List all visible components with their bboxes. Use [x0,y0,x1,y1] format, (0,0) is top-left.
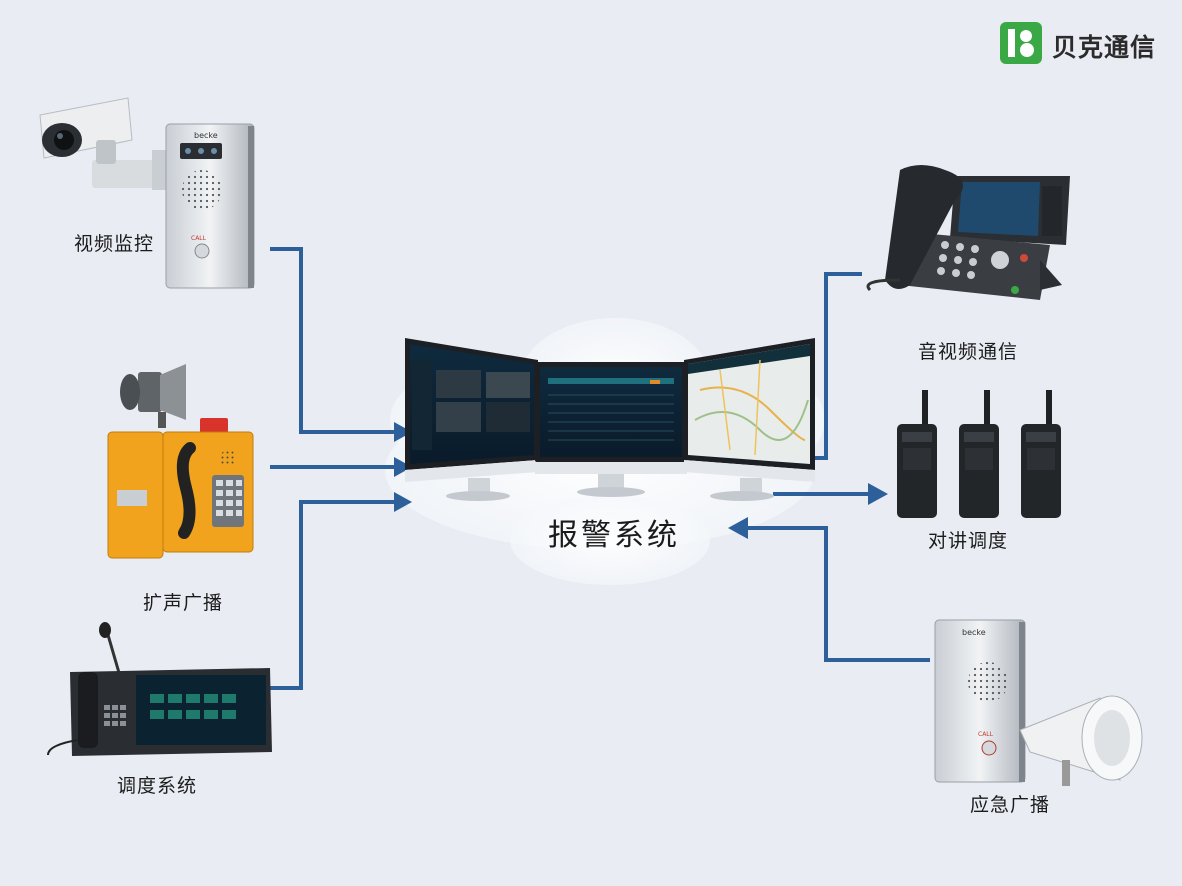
label-intercom-dispatch: 对讲调度 [928,530,1009,552]
arrowhead-broadcast [394,457,412,477]
video-ip-phone-icon [866,165,1070,300]
sip-doorphone-icon: becke CALL [165,123,255,289]
connector-dispatch [270,500,400,690]
arrowhead-video [394,422,412,442]
becke-logo-icon [1000,22,1042,64]
svg-text:becke: becke [194,131,218,140]
emergency-call-station-icon: becke CALL [934,619,1026,783]
center-title: 报警系统 [548,518,680,553]
connector-video [270,247,400,434]
label-broadcast: 扩声广播 [143,592,224,614]
brand-name: 贝克通信 [1052,33,1157,62]
connectors [270,247,930,690]
emergency-phone-box-icon [107,418,254,559]
brand-logo: 贝克通信 [1046,28,1156,64]
svg-text:CALL: CALL [978,731,994,738]
svg-text:CALL: CALL [191,235,207,242]
label-av-communication: 音视频通信 [918,341,1019,363]
emergency-horn-icon [1019,695,1143,786]
horn-speaker-icon [120,364,186,428]
arrowhead-intercom [868,483,888,505]
monitor-center-icon [535,362,687,497]
monitor-left-icon [405,338,538,501]
monitor-right-icon [684,338,815,501]
svg-text:becke: becke [962,628,986,637]
connector-emergency [744,526,930,662]
arrowhead-dispatch [394,492,412,512]
label-video-surveillance: 视频监控 [74,233,155,255]
dispatch-console-icon [47,622,272,756]
camera-icon [39,97,168,190]
arrowhead-emergency [728,517,748,539]
label-dispatch-system: 调度系统 [117,775,198,797]
walkie-talkie-icons [897,390,1061,518]
label-emergency-broadcast: 应急广播 [970,794,1051,816]
